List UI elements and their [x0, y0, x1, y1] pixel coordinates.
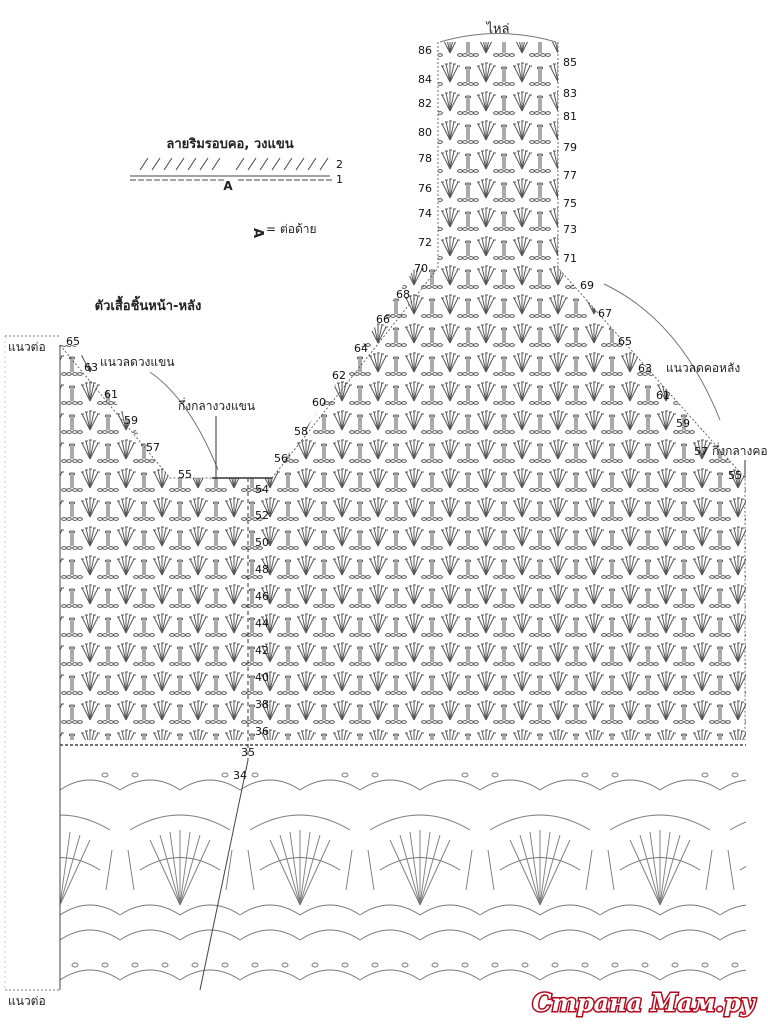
row-number-neck_slope_left: 62: [332, 369, 346, 382]
armhole-center-label: กึ่งกลางวงแขน: [178, 397, 255, 413]
row-number-center_column: 50: [255, 536, 269, 549]
row-number-shoulder_right: 73: [563, 223, 577, 236]
lace-skirt: [60, 750, 746, 990]
row-number-shoulder_left: 72: [418, 236, 432, 249]
body-title: ตัวเสื้อชิ้นหน้า-หลัง: [95, 295, 202, 314]
row-number-armhole_left: 63: [84, 361, 98, 374]
row-number-neck_slope_right: 63: [638, 362, 652, 375]
row-number-neck_slope_left: 68: [396, 288, 410, 301]
row-number-neck_slope_right: 57: [694, 445, 708, 458]
row-number-center_column: 36: [255, 725, 269, 738]
row-number-shoulder_left: 84: [418, 73, 432, 86]
body-region: [60, 478, 746, 740]
row-number-center_column: 42: [255, 644, 269, 657]
row-number-center_column: 34: [233, 769, 247, 782]
row-number-center_column: 48: [255, 563, 269, 576]
row-number-shoulder_left: 74: [418, 207, 432, 220]
row-number-center_column: 35: [241, 746, 255, 759]
row-number-neck_slope_left: 60: [312, 396, 326, 409]
row-number-shoulder_right: 79: [563, 141, 577, 154]
edging-row-1: 1: [336, 173, 343, 186]
row-number-shoulder_right: 77: [563, 169, 577, 182]
row-number-armhole_left: 61: [104, 388, 118, 401]
seam-label-bottom: แนวต่อ: [8, 994, 46, 1008]
row-number-shoulder_left: 86: [418, 44, 432, 57]
row-number-shoulder_right: 71: [563, 252, 577, 265]
row-number-armhole_left: 55: [178, 468, 192, 481]
row-number-center_column: 54: [255, 483, 269, 496]
row-number-center_column: 40: [255, 671, 269, 684]
edging-title: ลายริมรอบคอ, วงแขน: [166, 137, 293, 152]
row-number-armhole_left: 59: [124, 414, 138, 427]
row-number-neck_slope_left: 56: [274, 452, 288, 465]
row-number-center_column: 38: [255, 698, 269, 711]
row-number-armhole_left: 57: [146, 441, 160, 454]
row-number-neck_slope_right: 69: [580, 279, 594, 292]
join-mark: A: [250, 228, 265, 238]
row-number-neck_slope_right: 65: [618, 335, 632, 348]
row-number-shoulder_left: 78: [418, 152, 432, 165]
row-number-neck_slope_right: 59: [676, 417, 690, 430]
row-number-neck_slope_left: 58: [294, 425, 308, 438]
row-number-armhole_left: 65: [66, 335, 80, 348]
edging-join-mark: A: [223, 179, 233, 193]
row-number-neck_slope_left: 64: [354, 342, 368, 355]
armhole-line-curve: [150, 372, 218, 470]
row-number-shoulder_left: 80: [418, 126, 432, 139]
join-eq: =: [266, 222, 276, 236]
shoulder-label: ไหล่: [485, 21, 509, 37]
shoulder-strap: [438, 42, 558, 268]
seam-label-top: แนวต่อ: [8, 340, 46, 354]
center-neck-label: กึ่งกลางคอ: [712, 442, 768, 458]
row-number-neck_slope_right: 55: [728, 469, 742, 482]
row-number-center_column: 44: [255, 617, 269, 630]
row-number-shoulder_right: 75: [563, 197, 577, 210]
row-number-center_column: 52: [255, 509, 269, 522]
row-number-shoulder_right: 85: [563, 56, 577, 69]
row-number-center_column: 46: [255, 590, 269, 603]
row-number-shoulder_left: 82: [418, 97, 432, 110]
row-number-neck_slope_right: 61: [656, 389, 670, 402]
edging-legend-sample: [130, 158, 332, 180]
row-number-shoulder_left: 76: [418, 182, 432, 195]
row-number-neck_slope_right: 67: [598, 307, 612, 320]
row-number-neck_slope_left: 66: [376, 313, 390, 326]
edging-row-2: 2: [336, 158, 343, 171]
row-number-shoulder_right: 81: [563, 110, 577, 123]
row-number-shoulder_left: 70: [414, 262, 428, 275]
watermark-logo: Страна Мам.ру: [532, 988, 756, 1017]
armhole-line-label: แนวลดวงแขน: [100, 355, 175, 369]
join-text: ต่อด้าย: [280, 222, 317, 236]
row-number-shoulder_right: 83: [563, 87, 577, 100]
back-neck-label: แนวลดคอหลัง: [666, 361, 740, 375]
